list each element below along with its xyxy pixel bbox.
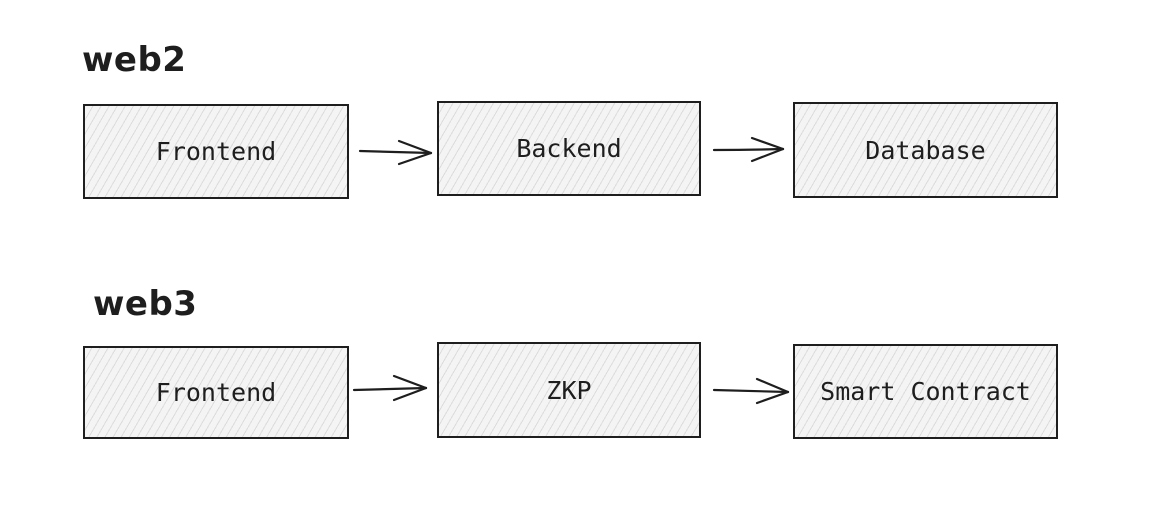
node-label: Database — [865, 135, 986, 165]
node-label: Smart Contract — [820, 377, 1031, 406]
row-title-web3: web3 — [93, 284, 198, 324]
node-web2-frontend: Frontend — [83, 104, 349, 199]
node-web3-zkp: ZKP — [437, 342, 701, 438]
node-label: Frontend — [155, 137, 277, 166]
node-web3-frontend: Frontend — [83, 346, 349, 439]
node-web3-smart-contract: Smart Contract — [793, 344, 1058, 439]
node-label: Frontend — [155, 378, 277, 407]
arrow-web3-frontend-to-zkp — [352, 374, 428, 402]
arrow-web2-frontend-to-backend — [358, 139, 433, 166]
arrow-web3-zkp-to-smart-contract — [712, 377, 790, 405]
node-web2-database: Database — [793, 102, 1058, 198]
row-title-web2: web2 — [82, 40, 187, 80]
arrow-web2-backend-to-database — [712, 136, 785, 163]
node-label: Backend — [516, 134, 622, 163]
node-label: ZKP — [546, 375, 592, 405]
node-web2-backend: Backend — [437, 101, 701, 196]
